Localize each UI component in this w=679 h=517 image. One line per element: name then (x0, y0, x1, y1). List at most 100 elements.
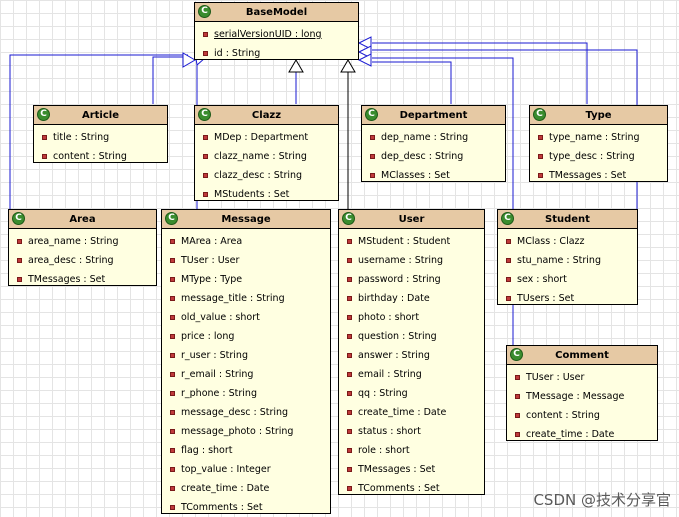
attribute-row[interactable]: TComments : Set (162, 498, 330, 517)
attribute-row[interactable]: clazz_name : String (195, 147, 338, 166)
attribute-row[interactable]: id : String (195, 44, 358, 63)
attribute-label: content : String (526, 410, 600, 421)
arrowhead (340, 59, 356, 73)
attribute-row[interactable]: price : long (162, 327, 330, 346)
attribute-row[interactable]: r_user : String (162, 346, 330, 365)
attribute-label: MClasses : Set (381, 170, 450, 181)
attribute-row[interactable]: r_email : String (162, 365, 330, 384)
attribute-row[interactable]: clazz_desc : String (195, 166, 338, 185)
class-icon: C (165, 212, 178, 225)
attribute-label: content : String (53, 151, 127, 162)
attribute-row[interactable]: TMessages : Set (530, 166, 667, 185)
attribute-row[interactable]: answer : String (339, 346, 484, 365)
attribute-label: TMessages : Set (549, 170, 627, 181)
attribute-row[interactable]: sex : short (498, 270, 637, 289)
private-field-icon (170, 429, 175, 434)
attribute-label: MStudents : Set (214, 189, 290, 200)
private-field-icon (347, 467, 352, 472)
attribute-label: photo : short (358, 312, 420, 323)
attribute-row[interactable]: message_desc : String (162, 403, 330, 422)
attribute-row[interactable]: create_time : Date (507, 425, 657, 444)
private-field-icon (170, 296, 175, 301)
attribute-row[interactable]: MStudents : Set (195, 185, 338, 204)
attribute-row[interactable]: stu_name : String (498, 251, 637, 270)
attribute-row[interactable]: email : String (339, 365, 484, 384)
attribute-row[interactable]: r_phone : String (162, 384, 330, 403)
private-field-icon (347, 353, 352, 358)
private-field-icon (203, 173, 208, 178)
attribute-row[interactable]: dep_name : String (362, 128, 505, 147)
attribute-row[interactable]: type_desc : String (530, 147, 667, 166)
attribute-row[interactable]: question : String (339, 327, 484, 346)
attribute-row[interactable]: type_name : String (530, 128, 667, 147)
attribute-row[interactable]: status : short (339, 422, 484, 441)
attribute-row[interactable]: TUser : User (162, 251, 330, 270)
attribute-row[interactable]: TComments : Set (339, 479, 484, 498)
private-field-icon (170, 239, 175, 244)
attribute-row[interactable]: username : String (339, 251, 484, 270)
attribute-row[interactable]: photo : short (339, 308, 484, 327)
attribute-row[interactable]: dep_desc : String (362, 147, 505, 166)
private-field-icon (370, 135, 375, 140)
attribute-label: sex : short (517, 274, 567, 285)
attribute-label: dep_name : String (381, 132, 469, 143)
attribute-row[interactable]: flag : short (162, 441, 330, 460)
attribute-row[interactable]: role : short (339, 441, 484, 460)
attribute-row[interactable]: MDep : Department (195, 128, 338, 147)
class-attributes: title : String content : String (34, 125, 167, 166)
attribute-row[interactable]: serialVersionUID : long (195, 25, 358, 44)
attribute-row[interactable]: area_desc : String (9, 251, 156, 270)
attribute-row[interactable]: TUsers : Set (498, 289, 637, 308)
attribute-row[interactable]: create_time : Date (339, 403, 484, 422)
attribute-row[interactable]: TMessage : Message (507, 387, 657, 406)
attribute-label: top_value : Integer (181, 464, 271, 475)
attribute-row[interactable]: MType : Type (162, 270, 330, 289)
attribute-row[interactable]: MStudent : Student (339, 232, 484, 251)
attribute-row[interactable]: MArea : Area (162, 232, 330, 251)
arrowhead (357, 36, 372, 50)
department-inherits-basemodel (372, 61, 452, 104)
attribute-row[interactable]: message_title : String (162, 289, 330, 308)
private-field-icon (515, 413, 520, 418)
private-field-icon (347, 258, 352, 263)
attribute-row[interactable]: TUser : User (507, 368, 657, 387)
attribute-row[interactable]: area_name : String (9, 232, 156, 251)
attribute-row[interactable]: qq : String (339, 384, 484, 403)
private-field-icon (170, 334, 175, 339)
attribute-row[interactable]: birthday : Date (339, 289, 484, 308)
attribute-label: password : String (358, 274, 441, 285)
attribute-row[interactable]: MClasses : Set (362, 166, 505, 185)
attribute-label: message_photo : String (181, 426, 294, 437)
private-field-icon (515, 394, 520, 399)
attribute-row[interactable]: top_value : Integer (162, 460, 330, 479)
private-field-icon (203, 192, 208, 197)
article-inherits-basemodel (152, 56, 183, 104)
attribute-row[interactable]: title : String (34, 128, 167, 147)
private-field-icon (17, 258, 22, 263)
private-field-icon (203, 32, 208, 37)
attribute-row[interactable]: password : String (339, 270, 484, 289)
attribute-label: email : String (358, 369, 422, 380)
attribute-row[interactable]: old_value : short (162, 308, 330, 327)
attribute-row[interactable]: TMessages : Set (9, 270, 156, 289)
attribute-row[interactable]: message_photo : String (162, 422, 330, 441)
attribute-row[interactable]: content : String (34, 147, 167, 166)
attribute-row[interactable]: MClass : Clazz (498, 232, 637, 251)
attribute-row[interactable]: TMessages : Set (339, 460, 484, 479)
private-field-icon (538, 154, 543, 159)
attribute-row[interactable]: create_time : Date (162, 479, 330, 498)
attribute-row[interactable]: content : String (507, 406, 657, 425)
